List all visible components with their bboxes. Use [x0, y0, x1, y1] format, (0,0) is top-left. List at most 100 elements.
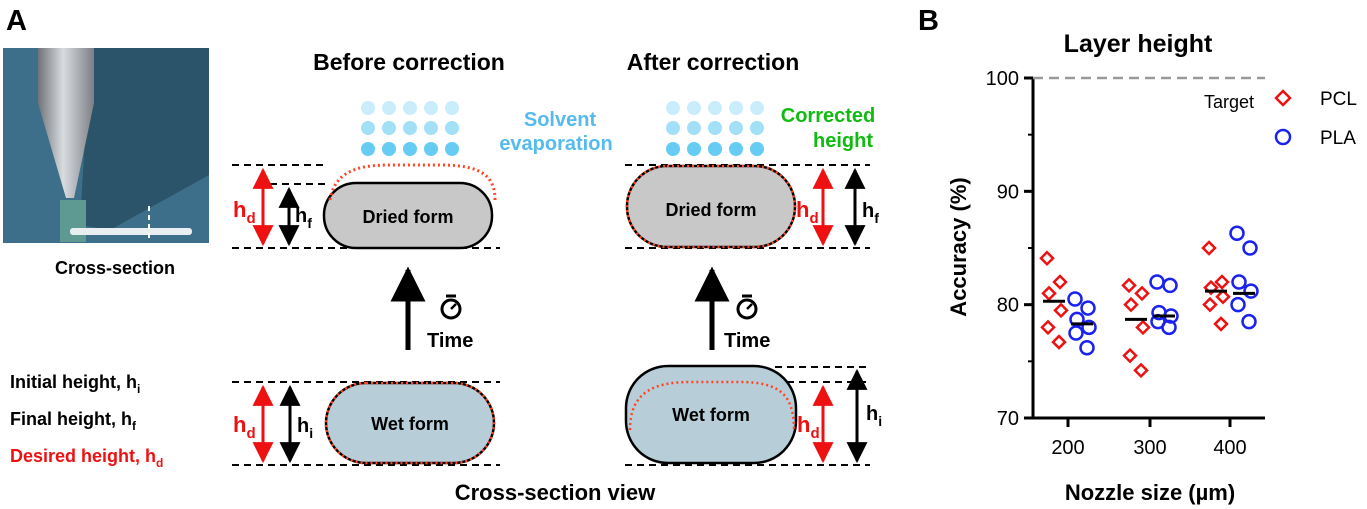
after-time-label: Time: [724, 330, 770, 352]
pcl-point: [1213, 316, 1229, 332]
before-hi-label: hi: [297, 415, 313, 441]
photo-caption: Cross-section: [55, 258, 175, 278]
legend-pcl-label: PCL: [1320, 89, 1357, 110]
solvent-dot: [382, 121, 396, 135]
y-tick-label: 90: [997, 181, 1019, 203]
solvent-dot: [361, 121, 375, 135]
solvent-dot: [424, 121, 438, 135]
after-hd-label: hd: [796, 197, 819, 227]
panel-a-label: A: [6, 5, 27, 37]
pcl-point: [1041, 285, 1057, 302]
pla-point: [1067, 291, 1083, 307]
solvent-dot: [403, 101, 417, 115]
after-wet-hd-label: hd: [797, 412, 820, 442]
solvent-dot: [687, 142, 701, 156]
solvent-dot: [361, 101, 375, 115]
pcl-point: [1040, 319, 1056, 336]
solvent-label-1: Solvent: [524, 109, 597, 131]
after-hi-label: hi: [866, 403, 882, 429]
legend-pla-label: PLA: [1320, 128, 1356, 149]
y-tick-label: 70: [997, 408, 1019, 430]
solvent-dot: [666, 101, 680, 115]
before-wet-hd-label: hd: [233, 412, 256, 442]
solvent-dot: [403, 142, 417, 156]
legend: PCL PLA: [1274, 89, 1357, 149]
after-wet-form: [624, 364, 798, 465]
solvent-dot: [445, 101, 459, 115]
solvent-dot: [361, 142, 375, 156]
solvent-dot: [687, 121, 701, 135]
pla-point: [1162, 277, 1178, 294]
pcl-point: [1133, 362, 1149, 379]
after-dried-form-label: Dried form: [665, 200, 756, 220]
y-axis-label: Accuracy (%): [946, 177, 971, 316]
before-hd-label: hd: [233, 197, 256, 227]
pcl-point: [1214, 274, 1230, 290]
pla-point: [1230, 296, 1246, 313]
before-wet-form-label: Wet form: [371, 414, 449, 434]
solvent-dot: [708, 142, 722, 156]
legend-desired-height: Desired height, hd: [10, 446, 163, 470]
pla-point: [1243, 283, 1259, 299]
pcl-point: [1052, 274, 1068, 290]
before-wet-diagram: [232, 381, 500, 466]
legend-pcl-marker: [1274, 89, 1292, 107]
pcl-point: [1135, 319, 1151, 336]
target-label: Target: [1204, 92, 1254, 112]
pcl-point: [1039, 250, 1055, 266]
before-dried-form: [322, 181, 494, 250]
corrected-label-1: Corrected: [781, 105, 875, 127]
pla-point: [1149, 274, 1165, 290]
before-dried-diagram: [232, 163, 500, 250]
corrected-label-2: height: [813, 130, 873, 152]
solvent-dot: [445, 142, 459, 156]
solvent-dots: [361, 101, 764, 156]
panel-b-label: B: [918, 5, 939, 37]
x-tick-label: 300: [1133, 437, 1166, 459]
solvent-dot: [729, 142, 743, 156]
before-hf-label: hf: [295, 205, 312, 231]
solvent-dot: [445, 121, 459, 135]
pla-point: [1161, 319, 1177, 336]
solvent-dot: [750, 101, 764, 115]
cross-section-view-caption: Cross-section view: [455, 480, 656, 505]
y-tick-label: 100: [986, 68, 1019, 90]
before-dried-form-label: Dried form: [362, 207, 453, 227]
solvent-dot: [403, 121, 417, 135]
legend-final-height: Final height, hf: [10, 409, 137, 433]
solvent-label-2: evaporation: [499, 133, 612, 155]
after-title: After correction: [627, 49, 800, 75]
pcl-point: [1202, 296, 1218, 313]
solvent-dot: [666, 121, 680, 135]
solvent-dot: [729, 101, 743, 115]
pcl-point: [1203, 279, 1219, 296]
pla-point: [1242, 240, 1258, 256]
solvent-dot: [708, 121, 722, 135]
y-tick-label: 80: [997, 295, 1019, 317]
after-wet-form-label: Wet form: [672, 405, 750, 425]
before-title: Before correction: [313, 49, 505, 75]
solvent-dot: [708, 101, 722, 115]
after-dried-diagram: [625, 164, 870, 249]
legend-pla-marker: [1274, 128, 1292, 146]
pla-point: [1068, 325, 1084, 341]
solvent-dot: [424, 101, 438, 115]
solvent-dot: [750, 142, 764, 156]
solvent-dot: [687, 101, 701, 115]
stopwatch-icon: [736, 294, 758, 320]
before-time-label: Time: [427, 330, 473, 352]
pla-point: [1229, 225, 1245, 242]
pcl-point: [1121, 277, 1137, 294]
pla-point: [1231, 274, 1247, 290]
pla-point: [1080, 300, 1096, 316]
solvent-dot: [729, 121, 743, 135]
after-wet-diagram: [624, 364, 870, 466]
after-hf-label: hf: [862, 200, 879, 226]
solvent-dot: [666, 142, 680, 156]
x-tick-label: 400: [1213, 437, 1246, 459]
nozzle-photo: [3, 48, 209, 243]
pcl-point: [1122, 347, 1138, 364]
pcl-point: [1053, 302, 1069, 319]
solvent-dot: [382, 101, 396, 115]
